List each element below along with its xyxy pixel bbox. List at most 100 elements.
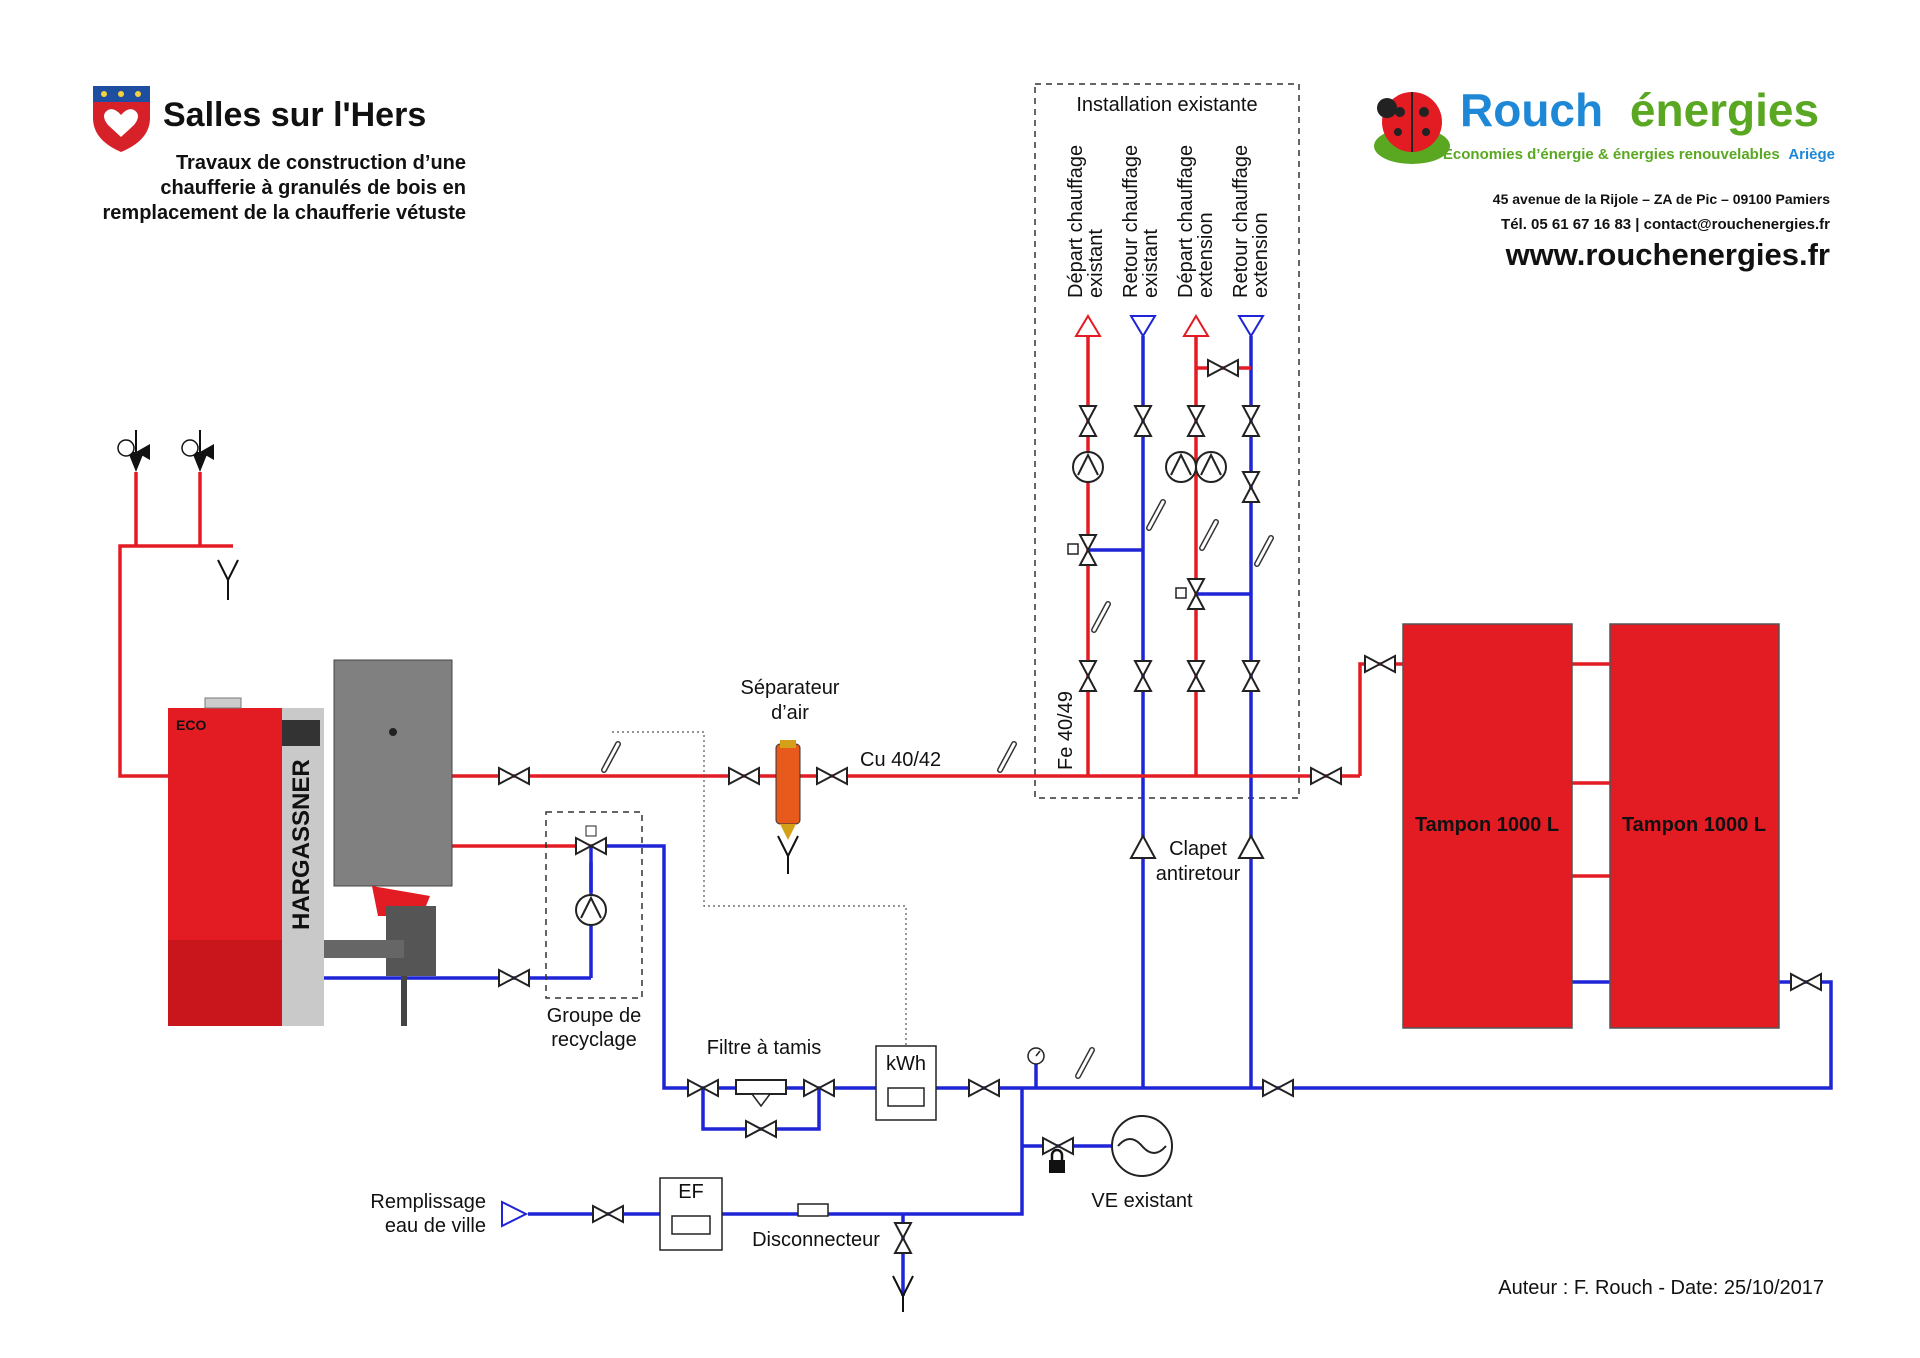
buffer-tank: Tampon 1000 L: [1402, 623, 1573, 1029]
fe-pipe-label: Fe 40/49: [1055, 691, 1077, 770]
existing-installation-frame: [1034, 83, 1300, 799]
company-website: www.rouchenergies.fr: [1505, 237, 1830, 272]
circuit-2-label-line1: Retour chauffage: [1120, 145, 1142, 298]
safety-valve-icon: [117, 430, 150, 472]
check-valve-icon: [1129, 833, 1157, 859]
recycling-group: Groupe de recyclage: [545, 811, 643, 1051]
temperature-probe-icon: [1094, 604, 1108, 630]
pellet-hopper: [333, 659, 453, 887]
ladybug-logo: [1374, 92, 1450, 164]
recycling-group-label-1: Groupe de: [547, 1005, 642, 1027]
expansion-vessel-label: VE existant: [1091, 1190, 1193, 1212]
check-valve-icon: [1237, 833, 1265, 859]
drain-valve[interactable]: [894, 1222, 912, 1254]
circuit-1-mixing-valve-icon: [1067, 534, 1097, 566]
boiler-return-valve[interactable]: [498, 969, 530, 987]
circuit-4-isolation-valve-top[interactable]: [1242, 405, 1260, 437]
balancing-valve[interactable]: [968, 1079, 1000, 1097]
pellet-boiler: HARGASSNER ECO: [168, 659, 453, 1026]
company-name-part2: énergies: [1630, 84, 1819, 136]
circuit-2-isolation-valve-bottom[interactable]: [1134, 660, 1152, 692]
project-line-2: chaufferie à granulés de bois en: [160, 177, 466, 199]
circuit-3-label-line2: extension: [1195, 212, 1217, 298]
filling-label-1: Remplissage: [370, 1191, 486, 1213]
safety-valve-icon: [181, 430, 214, 472]
circuit-1-pump-icon: [1072, 451, 1104, 483]
air-separator: Séparateur d’air: [728, 677, 848, 874]
tank-2-label: Tampon 1000 L: [1622, 814, 1766, 836]
temperature-probe-icon: [1078, 1050, 1092, 1076]
strainer-group: Filtre à tamis: [687, 1037, 835, 1138]
circuit-3-isolation-valve-bottom[interactable]: [1187, 660, 1205, 692]
strainer-bypass-valve[interactable]: [745, 1120, 777, 1138]
boiler-supply-valve[interactable]: [498, 767, 530, 785]
circuit-3-pump-icon-b: [1195, 451, 1227, 483]
drain-icon: [217, 559, 239, 600]
copper-pipe-label: Cu 40/42: [860, 749, 941, 771]
air-separator-label-2: d’air: [771, 702, 809, 724]
company-contact: Tél. 05 61 67 16 83 | contact@rouchenerg…: [1501, 216, 1830, 233]
circuit-1-isolation-valve-top[interactable]: [1079, 405, 1097, 437]
disconnector-label: Disconnecteur: [752, 1229, 880, 1251]
project-line-3: remplacement de la chaufferie vétuste: [103, 202, 466, 224]
expansion-vessel-valve[interactable]: [1042, 1137, 1074, 1155]
filling-group: Remplissage eau de ville EF Disconnecteu…: [370, 1177, 914, 1312]
circuit-4-balancing-valve[interactable]: [1242, 471, 1260, 503]
supply-arrow-extension: [1182, 314, 1210, 337]
boiler-model: ECO: [176, 717, 206, 733]
recycling-group-label-2: recyclage: [551, 1029, 637, 1051]
tank-top-valve[interactable]: [1364, 655, 1396, 673]
project-line-1: Travaux de construction d’une: [176, 152, 466, 174]
coat-of-arms-logo: [93, 86, 150, 152]
circuit-3-label-line1: Départ chauffage: [1175, 145, 1197, 298]
municipality-name: Salles sur l'Hers: [163, 96, 426, 134]
company-address: 45 avenue de la Rijole – ZA de Pic – 091…: [1493, 191, 1830, 207]
disconnector-icon: [797, 1203, 829, 1217]
company-name-part1: Rouch: [1460, 84, 1603, 136]
air-separator-valve-in[interactable]: [728, 767, 760, 785]
air-separator-valve-out[interactable]: [816, 767, 848, 785]
boiler-brand: HARGASSNER: [288, 759, 315, 930]
circuit-4-label-line2: extension: [1250, 212, 1272, 298]
tagline-main: Economies d’énergie & énergies renouvela…: [1443, 146, 1780, 163]
return-main-valve[interactable]: [1262, 1079, 1294, 1097]
supply-arrow-existing: [1074, 314, 1102, 337]
check-valves: Clapet antiretour: [1129, 833, 1265, 885]
circuit-3-isolation-valve-top[interactable]: [1187, 405, 1205, 437]
strainer-label: Filtre à tamis: [707, 1037, 821, 1059]
tank-supply-valve[interactable]: [1310, 767, 1342, 785]
check-valve-label-2: antiretour: [1156, 863, 1241, 885]
safety-valve-group: [117, 430, 239, 600]
municipality-header: Salles sur l'Hers Travaux de constructio…: [93, 86, 466, 224]
company-tagline: Economies d’énergie & énergies renouvela…: [1443, 146, 1835, 163]
buffer-tank: Tampon 1000 L: [1609, 623, 1780, 1029]
circuit-1-label-line2: existant: [1085, 229, 1107, 298]
circuit-3-pump-icon-a: [1165, 451, 1197, 483]
circuit-1-label-line1: Départ chauffage: [1065, 145, 1087, 298]
return-arrow-existing: [1129, 315, 1157, 338]
temperature-probe-icon: [1000, 744, 1014, 770]
author-date: Auteur : F. Rouch - Date: 25/10/2017: [1498, 1277, 1824, 1299]
circuit-1-isolation-valve-bottom[interactable]: [1079, 660, 1097, 692]
fill-valve[interactable]: [592, 1205, 624, 1223]
circuit-2-isolation-valve-top[interactable]: [1134, 405, 1152, 437]
air-separator-label-1: Séparateur: [741, 677, 840, 699]
temperature-probe-icon: [1202, 522, 1216, 548]
water-meter-label: EF: [678, 1181, 704, 1203]
bypass-valve[interactable]: [1207, 359, 1239, 377]
air-separator-icon: [775, 743, 801, 825]
return-arrow-extension: [1237, 315, 1265, 338]
circuit-4-label-line1: Retour chauffage: [1230, 145, 1252, 298]
check-valve-label-1: Clapet: [1169, 838, 1227, 860]
drain-icon: [892, 1275, 914, 1312]
expansion-vessel-group: VE existant: [1042, 1115, 1193, 1212]
tagline-region: Ariège: [1788, 146, 1835, 163]
temperature-probe-icon: [1257, 538, 1271, 564]
recycling-3-way-valve-icon: [575, 825, 607, 856]
lock-icon: [1049, 1148, 1065, 1173]
tank-return-valve[interactable]: [1790, 973, 1822, 991]
circuit-4-isolation-valve-bottom[interactable]: [1242, 660, 1260, 692]
water-meter-icon: [659, 1177, 723, 1251]
strainer-icon: [735, 1079, 787, 1095]
